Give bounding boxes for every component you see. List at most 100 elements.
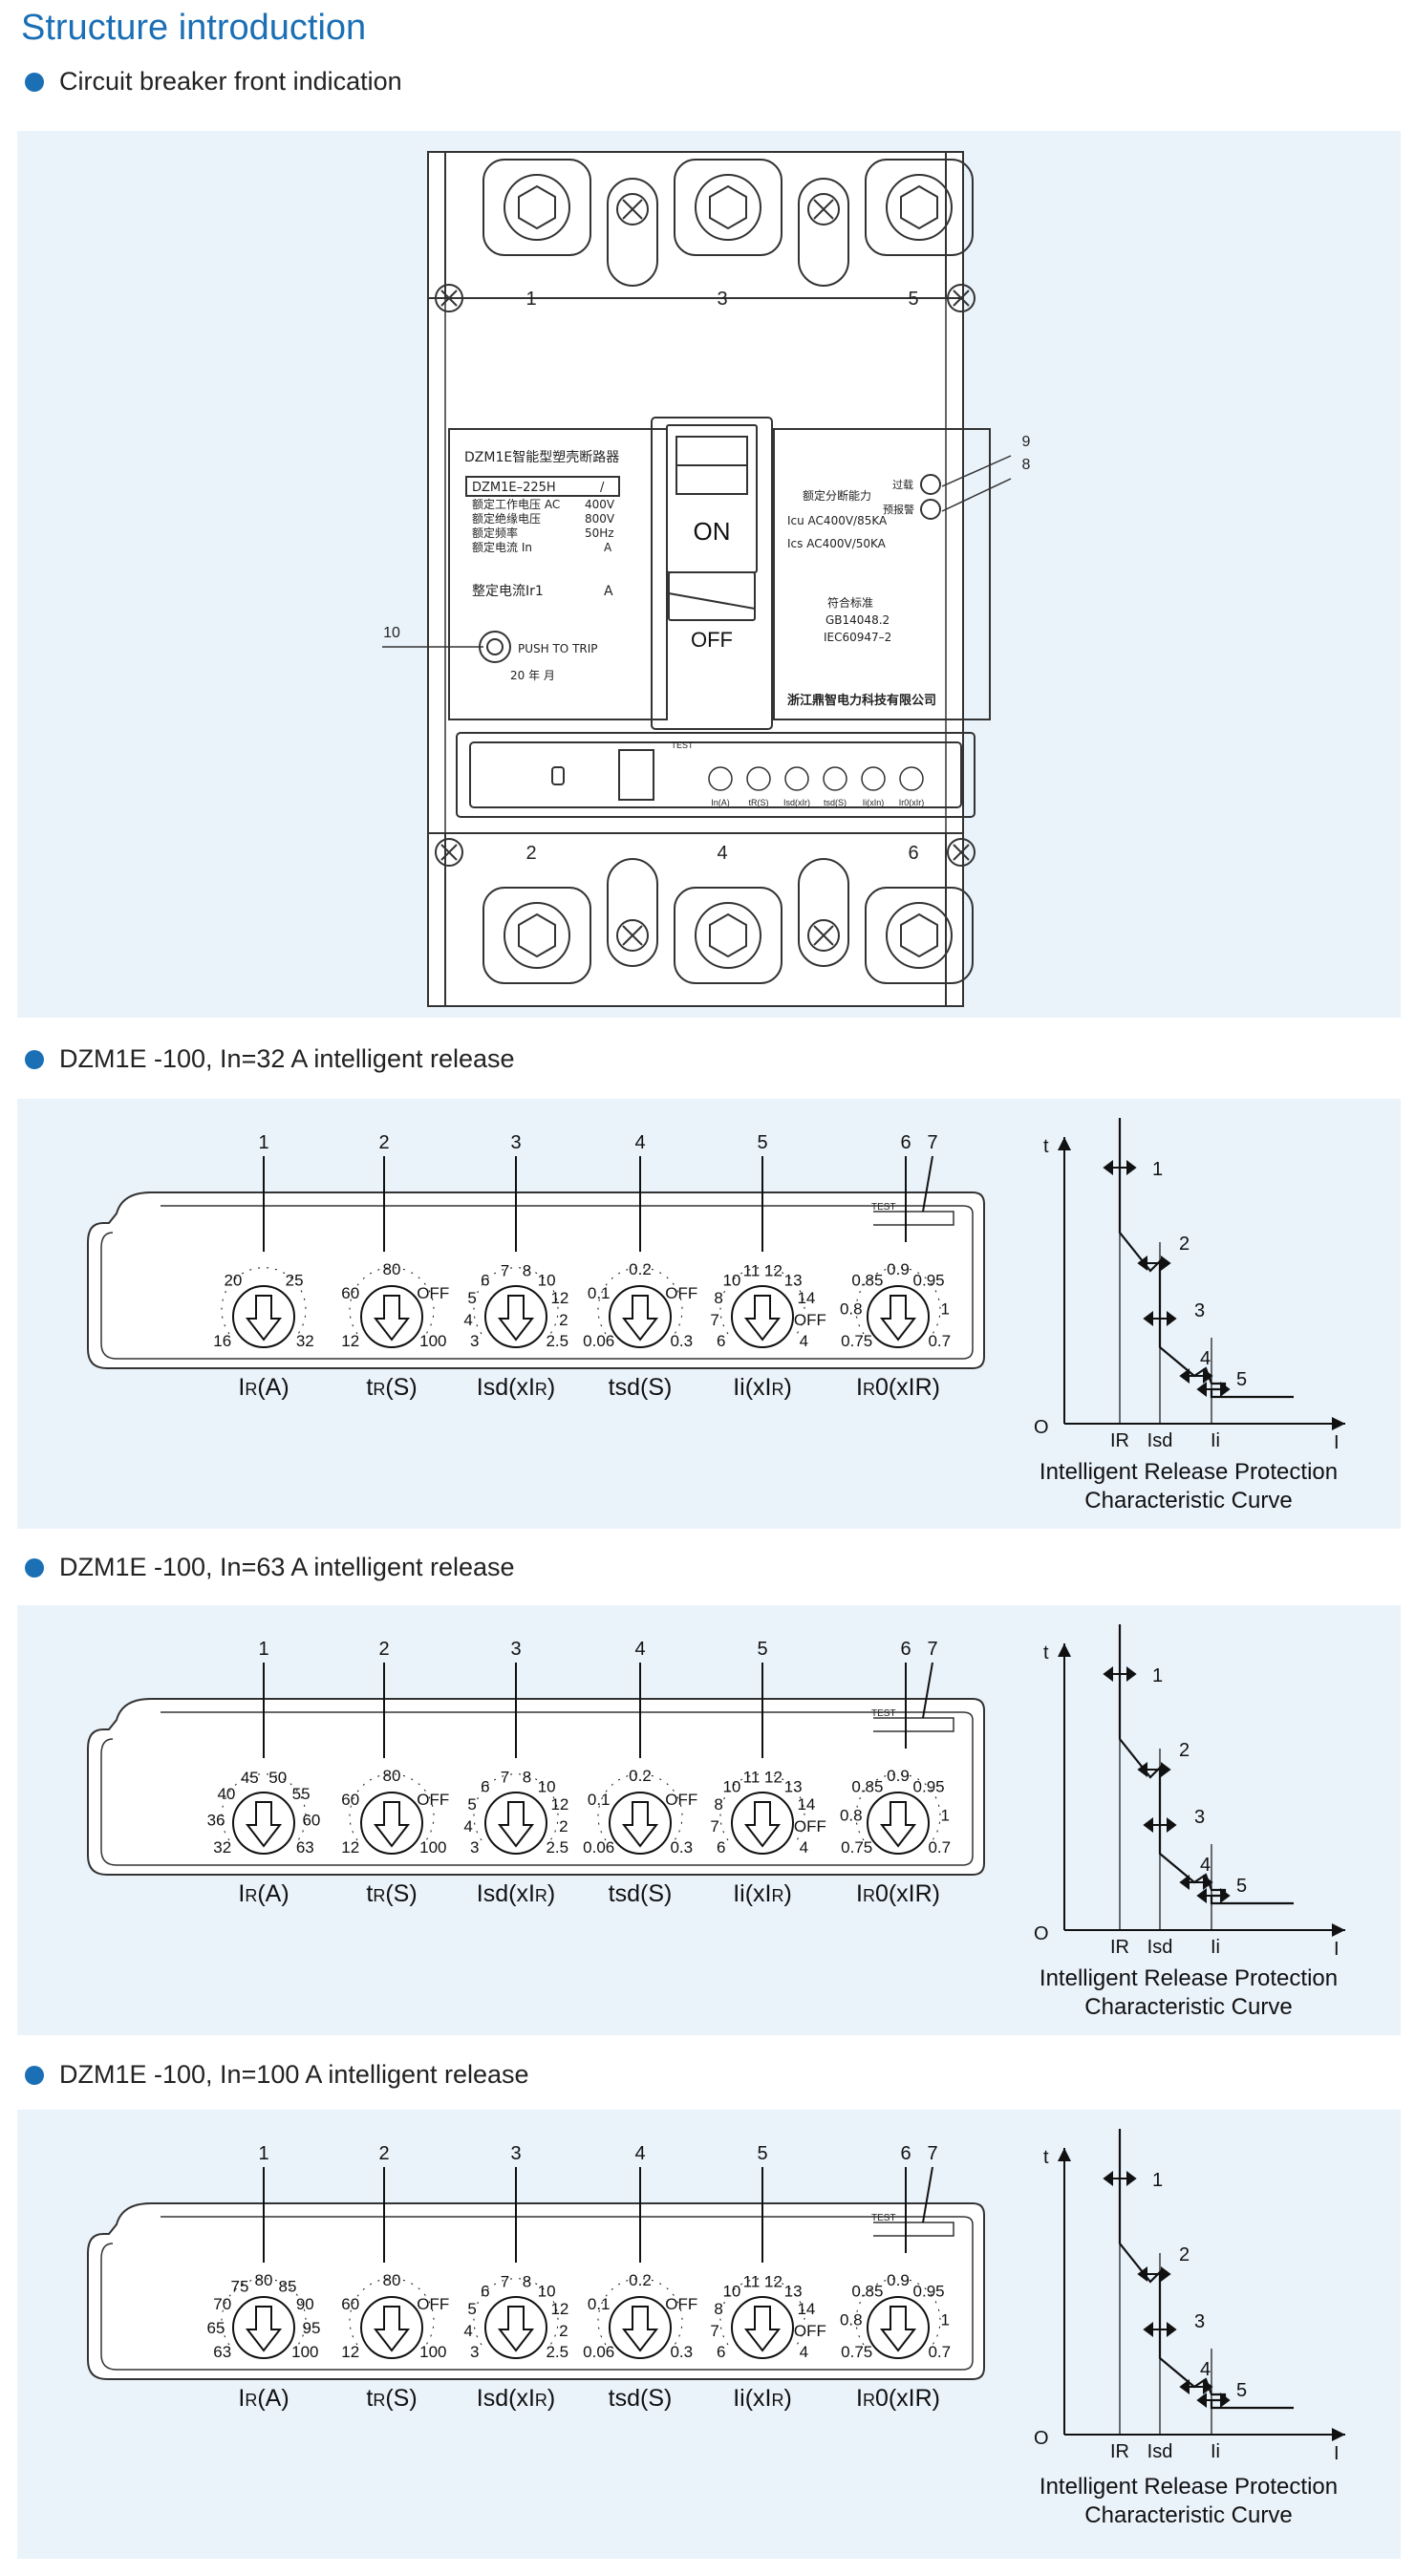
dial-label-3: Isd(xIR) bbox=[477, 1374, 555, 1401]
mini-label-4: Ii(xIn) bbox=[863, 798, 885, 807]
dial-5 bbox=[719, 1773, 805, 1855]
ir-scale-0: 32 bbox=[213, 1838, 231, 1857]
double-arrow-icon bbox=[1179, 2379, 1213, 2394]
isd-scale-5: 8 bbox=[523, 1261, 531, 1279]
dial-number-2: 2 bbox=[378, 1639, 389, 1660]
dial-number-5: 5 bbox=[757, 2143, 767, 2164]
handle-off-label: OFF bbox=[691, 628, 733, 652]
arrow-down-icon bbox=[879, 1801, 917, 1848]
curve-caption-line1: Intelligent Release Protection bbox=[1040, 2474, 1338, 2500]
mini-label-5: Ir0(xIr) bbox=[899, 798, 925, 807]
isd-scale-2: 5 bbox=[467, 2300, 476, 2318]
dial-tick-arc bbox=[221, 1267, 307, 1335]
dial-number-7: 7 bbox=[927, 1639, 937, 1660]
dial-number-2: 2 bbox=[378, 2143, 389, 2164]
dial-label-4: tsd(S) bbox=[609, 2385, 673, 2412]
dial-1 bbox=[221, 1267, 307, 1348]
tr-scale-2: 80 bbox=[383, 1767, 401, 1785]
right-label-overload: 过载 bbox=[892, 479, 913, 491]
mini-test-label: TEST bbox=[671, 741, 694, 750]
curve-marker-1: 1 bbox=[1152, 1159, 1163, 1180]
dial-number-4: 4 bbox=[634, 2143, 645, 2164]
curve-marker-3: 3 bbox=[1194, 1807, 1205, 1828]
tsd-scale-4: 0.3 bbox=[670, 2343, 693, 2361]
isd-scale-1: 4 bbox=[463, 1817, 472, 1835]
arrow-down-icon bbox=[373, 1801, 411, 1848]
x-tick-label-2: Ii bbox=[1211, 2441, 1220, 2462]
ir-scale-0: 16 bbox=[213, 1332, 231, 1350]
dial-tick-arc bbox=[221, 1773, 307, 1841]
ir0-scale-6: 0.7 bbox=[928, 1332, 951, 1350]
ii-scale-8: OFF bbox=[794, 1311, 826, 1329]
dial-6 bbox=[855, 1267, 941, 1348]
curve-caption-line1: Intelligent Release Protection bbox=[1040, 1965, 1338, 1991]
arrow-down-icon bbox=[245, 1295, 283, 1342]
double-arrow-icon bbox=[1143, 2322, 1177, 2337]
ii-scale-5: 12 bbox=[764, 1261, 783, 1279]
dial-knob bbox=[232, 1792, 295, 1855]
tr-scale-0: 12 bbox=[341, 2343, 359, 2361]
isd-scale-4: 7 bbox=[501, 1768, 509, 1786]
dial-knob bbox=[867, 1285, 930, 1348]
dial-1 bbox=[221, 1773, 307, 1855]
ir0-scale-1: 0.8 bbox=[840, 1806, 863, 1824]
i-axis-arrow-icon bbox=[1332, 2428, 1345, 2441]
ir-scale-2: 25 bbox=[286, 1272, 304, 1290]
dial-label-6: IR0(xIR) bbox=[856, 2385, 940, 2412]
left-label-row-0-v: 400V bbox=[585, 498, 615, 511]
tr-scale-4: 100 bbox=[419, 1838, 446, 1857]
ir0-scale-3: 0.9 bbox=[887, 1260, 910, 1278]
ir0-scale-2: 0.85 bbox=[851, 1272, 883, 1290]
ir-scale-6: 60 bbox=[302, 1811, 320, 1829]
isd-scale-2: 5 bbox=[467, 1795, 476, 1814]
tsd-scale-0: 0.06 bbox=[583, 2343, 614, 2361]
t-axis-arrow-icon bbox=[1058, 2148, 1071, 2161]
ir-scale-7: 95 bbox=[303, 2319, 321, 2337]
ii-scale-6: 13 bbox=[784, 1778, 803, 1796]
section-2-title: DZM1E -100, In=63 A intelligent release bbox=[25, 1553, 515, 1582]
curve-marker-3: 3 bbox=[1194, 1300, 1205, 1321]
arrow-down-icon bbox=[245, 1801, 283, 1848]
dial-number-2: 2 bbox=[378, 1132, 389, 1153]
left-label-title: DZM1E智能型塑壳断路器 bbox=[464, 449, 619, 465]
left-label-setting: 整定电流Ir1 bbox=[472, 584, 544, 599]
right-label-company: 浙江鼎智电力科技有限公司 bbox=[787, 693, 936, 708]
ii-scale-8: OFF bbox=[794, 1817, 826, 1835]
page-title: Structure introduction bbox=[21, 8, 367, 48]
left-label-row-3-v: A bbox=[604, 541, 612, 554]
tr-scale-3: OFF bbox=[417, 2295, 449, 2313]
arrow-down-icon bbox=[621, 1295, 659, 1342]
ir0-scale-6: 0.7 bbox=[928, 1838, 951, 1857]
double-arrow-icon bbox=[1179, 1368, 1213, 1384]
dial-knob bbox=[232, 2296, 295, 2359]
tsd-scale-1: 0.1 bbox=[588, 2295, 611, 2313]
tr-scale-2: 80 bbox=[383, 2271, 401, 2289]
double-arrow-icon bbox=[1143, 1311, 1177, 1326]
dial-knob bbox=[360, 1792, 423, 1855]
dial-1 bbox=[221, 2278, 307, 2359]
ir-scale-5: 55 bbox=[292, 1785, 311, 1803]
ir-scale-0: 63 bbox=[213, 2343, 231, 2361]
dial-number-6: 6 bbox=[900, 1132, 911, 1153]
i-axis-arrow-icon bbox=[1332, 1417, 1345, 1430]
ir-scale-4: 80 bbox=[255, 2271, 273, 2289]
dial-tick-arc bbox=[473, 2278, 559, 2346]
dial-knob bbox=[360, 2296, 423, 2359]
dial-number-5: 5 bbox=[757, 1639, 767, 1660]
dial-4 bbox=[597, 1267, 683, 1348]
isd-scale-7: 12 bbox=[550, 1795, 568, 1814]
isd-scale-9: 2.5 bbox=[546, 2343, 568, 2361]
ii-scale-4: 11 bbox=[743, 1768, 761, 1786]
callout-9: 9 bbox=[1022, 434, 1031, 450]
tr-scale-1: 60 bbox=[341, 1284, 359, 1302]
dial-label-1: IR(A) bbox=[238, 1374, 289, 1401]
left-label-slash: / bbox=[600, 481, 605, 495]
tsd-scale-2: 0.2 bbox=[629, 1767, 652, 1785]
ii-scale-0: 6 bbox=[717, 1838, 725, 1857]
dial-knob bbox=[867, 1792, 930, 1855]
pole-3: 3 bbox=[717, 289, 727, 310]
dial-knob bbox=[731, 2296, 794, 2359]
